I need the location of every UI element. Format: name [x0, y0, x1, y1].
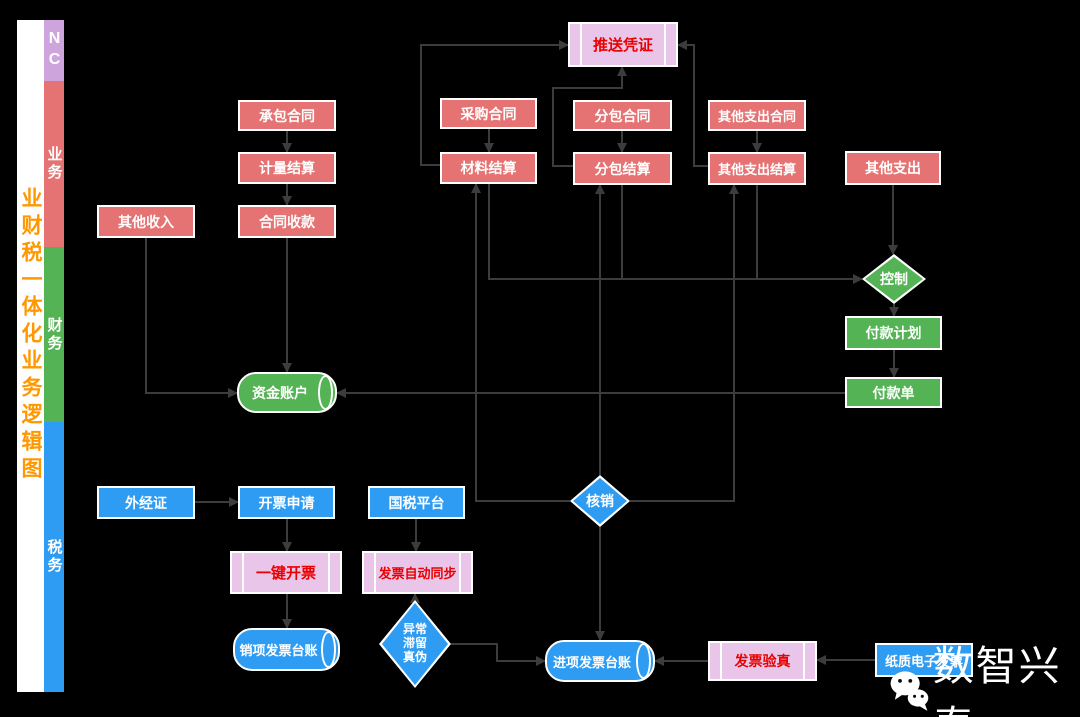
band-label-business: 业务	[45, 146, 63, 182]
node-paper-e-invoice: 纸质电子发票	[875, 643, 973, 677]
node-label: 材料结算	[460, 160, 517, 176]
node-other-expense-contract: 其他支出合同	[708, 100, 806, 131]
sidebar-band-tax: 税务	[44, 422, 64, 692]
node-label: 分包结算	[594, 160, 651, 177]
node-other-expense: 其他支出	[845, 151, 941, 185]
sidebar-band-finance: 财务	[44, 247, 64, 422]
node-output-invoice-ledger-cylinder: 销项发票台账	[233, 628, 340, 671]
node-label: 合同收款	[259, 213, 315, 230]
node-measure-settlement: 计量结算	[238, 152, 336, 184]
node-label: 推送凭证	[592, 37, 653, 54]
node-fund-account-cylinder: 资金账户	[237, 372, 337, 413]
node-subcontract: 分包合同	[573, 100, 672, 131]
node-label: 外经证	[125, 494, 167, 511]
node-label: 承包合同	[259, 107, 315, 124]
node-label: 发票自动同步	[378, 566, 457, 581]
node-contract-receipt: 合同收款	[238, 205, 336, 238]
node-material-settlement: 材料结算	[440, 152, 537, 184]
node-foreign-cert: 外经证	[97, 486, 195, 519]
node-label-line3: 真伪	[402, 649, 427, 664]
sidebar-title-strip: 业财税一体化业务逻辑图	[17, 20, 44, 692]
node-one-click-invoice: 一键开票	[230, 551, 342, 594]
node-label: 资金账户	[252, 384, 308, 401]
node-invoice-verify: 发票验真	[708, 641, 817, 681]
node-input-invoice-ledger-cylinder: 进项发票台账	[545, 640, 655, 682]
band-label-finance: 财务	[45, 316, 63, 353]
node-invoice-auto-sync: 发票自动同步	[362, 551, 473, 594]
node-abnormal-check-diamond: 异常 滞留 真伪	[379, 600, 451, 688]
node-label: 其他支出合同	[717, 109, 796, 124]
node-label: 付款单	[872, 384, 915, 401]
band-label-nc: NC	[46, 29, 63, 72]
node-label: 其他支出结算	[717, 162, 796, 177]
node-label-line2: 滞留	[402, 636, 427, 651]
node-label: 采购合同	[460, 105, 517, 122]
node-payment-order: 付款单	[845, 377, 942, 408]
node-label: 核销	[586, 492, 614, 509]
sidebar-band-nc: NC	[44, 20, 64, 81]
node-label: 其他支出	[865, 160, 921, 176]
node-label: 进项发票台账	[552, 654, 631, 670]
node-tax-platform: 国税平台	[368, 486, 465, 519]
node-label: 纸质电子发票	[884, 653, 963, 669]
node-label: 计量结算	[259, 160, 315, 176]
watermark: 数智兴泰	[888, 632, 1080, 717]
node-label: 国税平台	[388, 494, 445, 511]
node-control-diamond: 控制	[862, 254, 926, 304]
wechat-icon	[890, 671, 929, 711]
node-label: 分包合同	[594, 107, 651, 124]
watermark-text: 数智兴泰	[932, 643, 1062, 717]
sidebar-bands: NC 业务 财务 税务	[44, 20, 64, 692]
node-other-income: 其他收入	[97, 205, 195, 238]
node-label: 其他收入	[118, 213, 174, 230]
node-payment-plan: 付款计划	[845, 316, 942, 350]
node-write-off-diamond: 核销	[570, 475, 630, 527]
diagram-title: 业财税一体化业务逻辑图	[19, 186, 42, 484]
node-other-expense-settlement: 其他支出结算	[708, 152, 806, 185]
node-label-line1: 异常	[402, 622, 427, 637]
sidebar-band-business: 业务	[44, 81, 64, 247]
node-label: 付款计划	[865, 325, 922, 341]
node-label: 销项发票台账	[239, 643, 318, 658]
node-subcontract-settlement: 分包结算	[573, 152, 672, 185]
node-purchase-contract: 采购合同	[440, 98, 537, 129]
node-push-voucher: 推送凭证	[568, 22, 678, 67]
node-contract: 承包合同	[238, 100, 336, 131]
node-label: 开票申请	[258, 494, 315, 511]
node-label: 一键开票	[255, 565, 316, 582]
band-label-tax: 税务	[45, 539, 63, 575]
node-label: 控制	[880, 270, 908, 287]
node-label: 发票验真	[734, 653, 791, 669]
node-invoice-apply: 开票申请	[238, 486, 335, 519]
